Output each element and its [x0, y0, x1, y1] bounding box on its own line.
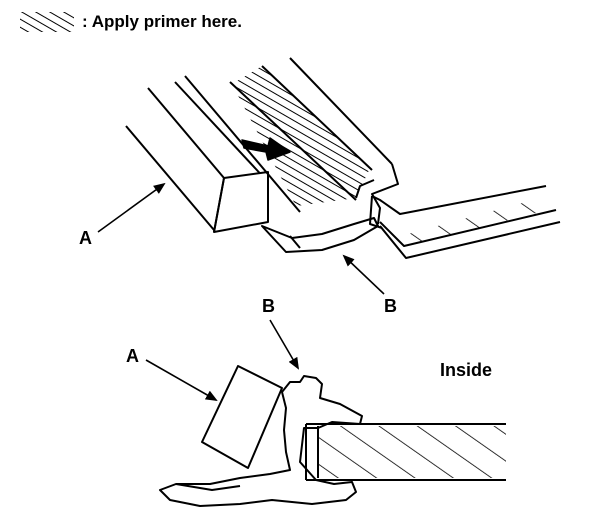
leader-lower-a	[145, 359, 218, 401]
lower-cross-section	[159, 365, 506, 507]
label-inside: Inside	[440, 360, 493, 380]
upper-perspective-view	[125, 57, 561, 259]
leader-upper-a	[97, 182, 166, 233]
legend-text: : Apply primer here.	[82, 12, 242, 31]
upper-seal-b	[184, 57, 399, 253]
upper-leader-lines	[97, 182, 385, 295]
label-lower-b: B	[262, 296, 275, 316]
leader-upper-b	[342, 254, 385, 295]
label-upper-a: A	[79, 228, 92, 248]
push-arrow-icon	[241, 137, 291, 161]
lower-molding-a	[201, 365, 283, 469]
label-lower-a: A	[126, 346, 139, 366]
leader-lower-b	[269, 319, 300, 370]
lower-leader-lines	[145, 319, 300, 401]
label-upper-b: B	[384, 296, 397, 316]
hatch-swatch-icon	[20, 12, 74, 32]
lower-glass-panel	[305, 423, 506, 481]
upper-glass-panel	[369, 185, 561, 259]
upper-primer-area	[232, 66, 370, 206]
lower-seal-b	[159, 375, 363, 507]
upper-molding-a	[125, 81, 269, 233]
